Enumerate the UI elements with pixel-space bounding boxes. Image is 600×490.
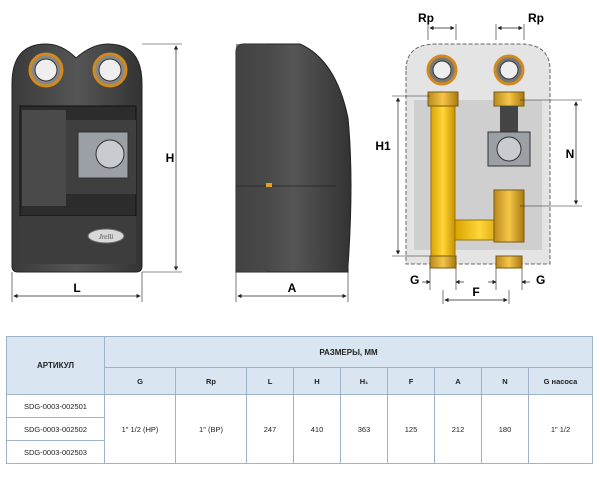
dim-h-label: H [166,151,175,165]
col-header: H₁ [340,367,388,395]
dim-l-label: L [73,281,80,295]
dim-rp-left-label: Rp [418,11,434,25]
dimensions-table: АРТИКУЛ РАЗМЕРЫ, ММ G Rp L H H₁ F A N G … [6,336,593,464]
dim-h1-label: H1 [375,139,391,153]
dim-a-label: A [288,281,297,295]
dim-n-label: N [566,147,575,161]
sizes-header: РАЗМЕРЫ, ММ [104,336,593,368]
value-cell: 1" 1/2 (НР) [104,394,176,464]
value-cell: 363 [340,394,388,464]
col-header: F [387,367,435,395]
article-header: АРТИКУЛ [6,336,105,395]
col-header: G насоса [528,367,593,395]
col-header: Rp [175,367,247,395]
col-header: A [434,367,482,395]
technical-drawing: Jrelli H L A [11,11,582,304]
article-cell: SDG-0003-002502 [6,417,105,441]
dim-rp-right-label: Rp [528,11,544,25]
value-cell: 1" 1/2 [528,394,593,464]
article-cell: SDG-0003-002503 [6,440,105,464]
brand-logo: Jrelli [99,233,114,241]
col-header: G [104,367,176,395]
value-cell: 410 [293,394,341,464]
front-view: Jrelli H L [11,43,182,302]
article-cell: SDG-0003-002501 [6,394,105,418]
section-view: Rp Rp H1 N G G F [375,11,582,304]
col-header: H [293,367,341,395]
dim-g-right-label: G [536,273,545,287]
value-cell: 247 [246,394,294,464]
value-cell: 125 [387,394,435,464]
col-header: N [481,367,529,395]
dim-f-label: F [472,285,479,299]
col-header: L [246,367,294,395]
dim-g-left-label: G [410,273,419,287]
value-cell: 212 [434,394,482,464]
value-cell: 1" (ВР) [175,394,247,464]
value-cell: 180 [481,394,529,464]
side-view: A [235,43,352,302]
